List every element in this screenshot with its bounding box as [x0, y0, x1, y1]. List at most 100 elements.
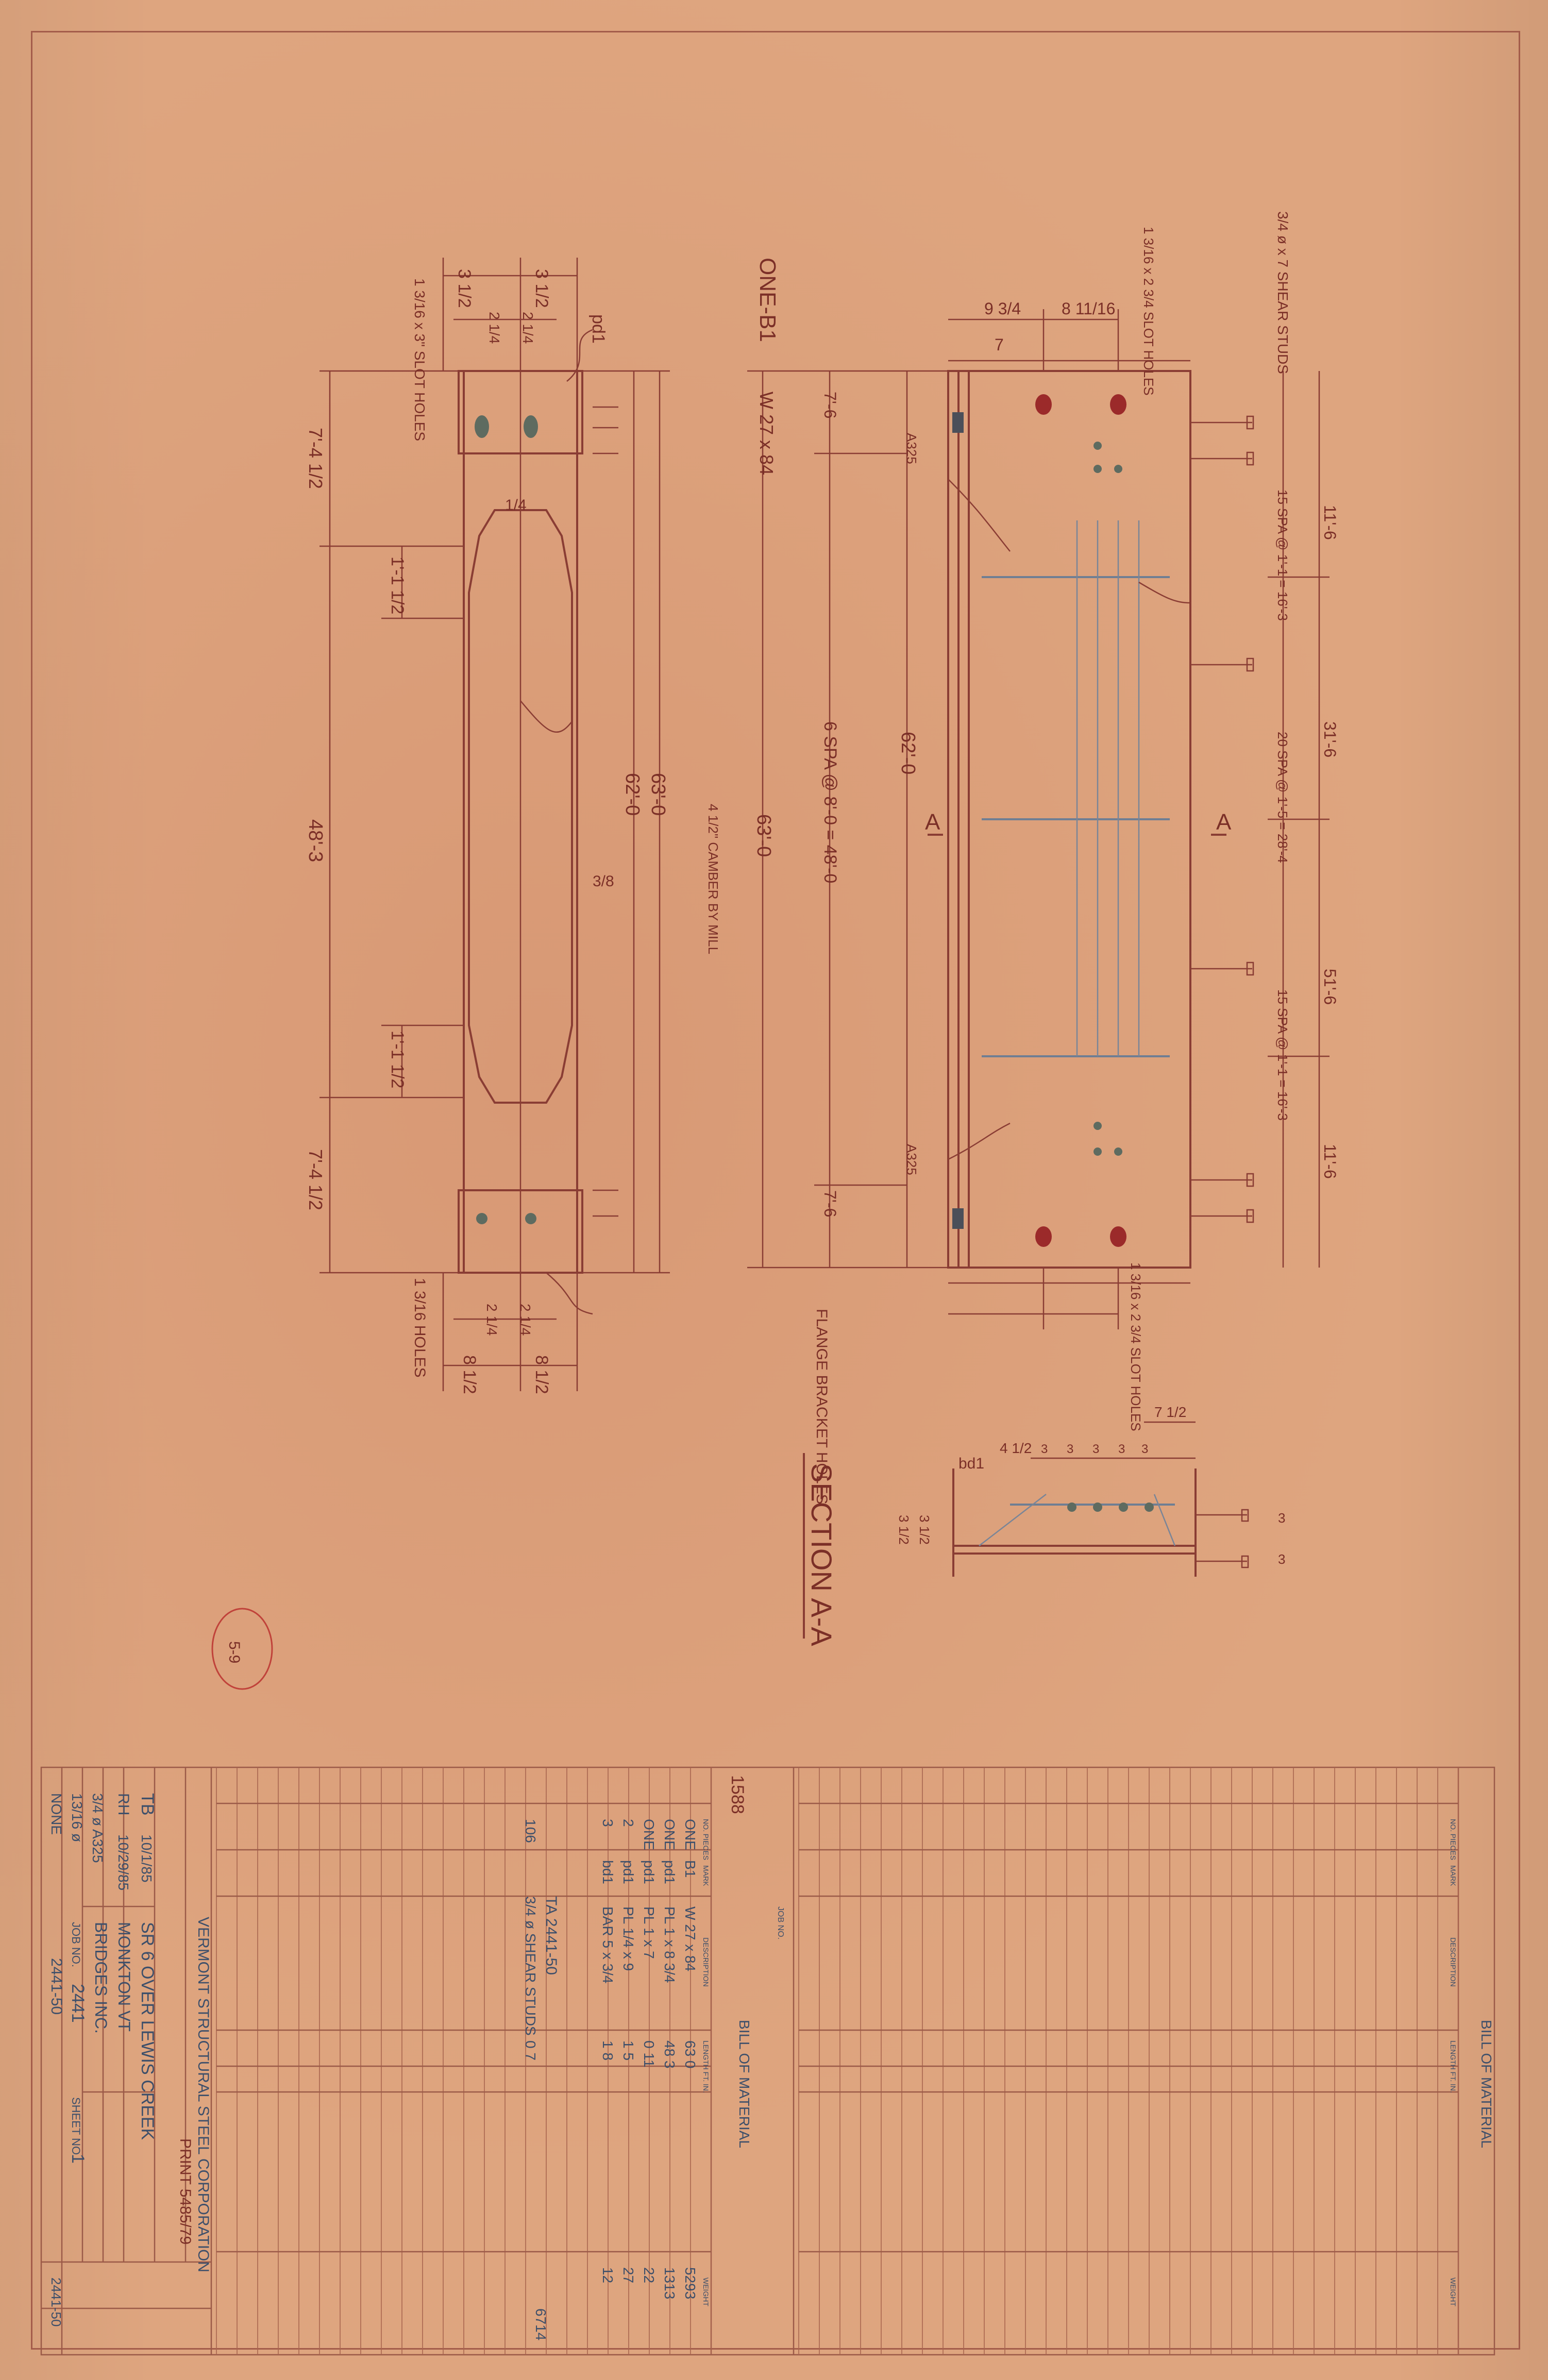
- checked-date: 10/29/85: [115, 1834, 131, 1891]
- left-weld-1: 1/4: [505, 497, 527, 514]
- bill-left-col-length: LENGTH FT. IN.: [702, 2040, 710, 2093]
- bom-total: 6714: [533, 2308, 549, 2340]
- bill-right: BILL OF MATERIAL JOB NO. NO. PIECES MARK…: [776, 1819, 1494, 2306]
- shear-studs-note: 3/4 ø x 7 SHEAR STUDS: [1275, 211, 1291, 374]
- left-dim-bottom-1: 8 1/2: [460, 1355, 479, 1394]
- section-right-dim-1: 3: [1278, 1510, 1285, 1526]
- left-dim-top-inner-1: 2 1/4: [486, 312, 502, 344]
- left-view: [319, 258, 670, 1391]
- bom-row-1-weight: 5293: [682, 2267, 698, 2299]
- title-block-frame: [40, 1766, 1495, 2356]
- stud-group-3: 51'-6: [1321, 969, 1339, 1005]
- right-overall-1: 62'-0: [897, 732, 919, 774]
- drawn-date: 10/1/85: [139, 1834, 155, 1882]
- stud-spacing-3: 15 SPA @ 1'-1 = 16'-3: [1275, 989, 1290, 1121]
- bom-row-6-no: 106: [523, 1819, 539, 1843]
- section-labels: SECTION A-A 4 1/2 3 3 3 3 3 7 1/2 3 1/2 …: [805, 1404, 1285, 1646]
- right-view-labels: ONE-B1 W 27 x 84 4 1/2" CAMBER BY MILL 7…: [705, 211, 1339, 1505]
- bom-row-1-mark: B1: [682, 1860, 698, 1878]
- location: MONKTON VT: [115, 1922, 133, 2032]
- section-dim-5: 3: [1118, 1442, 1125, 1456]
- anchor-note-top: A325: [904, 433, 919, 464]
- job-no-label: JOB NO.: [70, 1922, 82, 1967]
- bom-row-5-desc: BAR 5 x 3/4: [600, 1906, 616, 1983]
- sheet-no: 1: [68, 2154, 88, 2164]
- stud-spacing-1: 15 SPA @ 1'-1 = 16'-3: [1275, 489, 1290, 621]
- bill-right-col-weight: WEIGHT: [1449, 2277, 1457, 2306]
- bom-row-2-no: ONE: [662, 1819, 678, 1850]
- bom-row-1-length: 63 0: [682, 2040, 698, 2069]
- bracket-note: FLANGE BRACKET HOLES: [813, 1309, 830, 1505]
- mark-a-right: A: [1216, 809, 1232, 835]
- bill-right-col-desc: DESCRIPTION: [1449, 1937, 1457, 1987]
- bom-row-4-mark: pd1: [620, 1860, 636, 1884]
- bom-row-2-weight: 1313: [662, 2267, 678, 2299]
- bom-row-5-no: 3: [600, 1819, 616, 1827]
- left-length-4: 1'-1 1/2: [388, 1031, 407, 1088]
- bill-right-col-length: LENGTH FT. IN.: [1449, 2040, 1457, 2093]
- bill-right-job-label: JOB NO.: [776, 1906, 785, 1939]
- top-dim-3: 8 11/16: [1062, 299, 1115, 318]
- sheet-no-label: SHEET NO.: [70, 2097, 82, 2158]
- bom-row-4-desc: PL 1/4 x 9: [620, 1906, 636, 1971]
- bom-row-2-desc: PL 1 x 8 3/4: [662, 1906, 678, 1983]
- bom-row-3-length: 0 11: [641, 2040, 657, 2067]
- bom-row-3-weight: 22: [641, 2267, 657, 2283]
- bom-row-4-length: 1 5: [620, 2040, 636, 2061]
- bom-row-6-desc: 3/4 ø SHEAR STUDS: [523, 1896, 539, 2036]
- bom-row-4-no: 2: [620, 1819, 636, 1827]
- section-dim-2: 3: [1041, 1442, 1048, 1456]
- left-weld-2: 3/8: [593, 873, 614, 890]
- bom-row-3-mark: pd1: [641, 1860, 657, 1884]
- circled-note: 5-9: [211, 1608, 273, 1690]
- print-number: PRINT 5485/79: [177, 2138, 194, 2244]
- center-spacing: 6 SPA @ 8'-0 = 48'-0: [820, 721, 840, 883]
- girder-section: W 27 x 84: [756, 392, 777, 475]
- company-name: VERMONT STRUCTURAL STEEL CORPORATION: [195, 1917, 212, 2272]
- section-side-dim-2: 3 1/2: [917, 1515, 932, 1545]
- mark-a-left: A: [925, 809, 940, 835]
- slot-holes-top: 1 3/16 x 2 3/4 SLOT HOLES: [1141, 227, 1156, 396]
- right-overall-2: 63'-0: [753, 814, 775, 857]
- bom-row-1-no: ONE: [682, 1819, 698, 1850]
- bom-row-2-length: 48 3: [662, 2040, 678, 2069]
- holes-bottom-note: 1 3/16 HOLES: [411, 1278, 428, 1377]
- camber-note: 4 1/2" CAMBER BY MILL: [705, 804, 721, 954]
- left-dim-top-2: 3 1/2: [532, 269, 551, 308]
- left-length-5: 7'-4 1/2: [305, 1149, 326, 1210]
- bolts-spec: 3/4 ø A325: [90, 1793, 106, 1863]
- left-dim-bottom-inner-1: 2 1/4: [484, 1304, 500, 1336]
- bom-row-3-desc: PL 1 x 7: [641, 1906, 657, 1959]
- left-dim-bottom-2: 8 1/2: [532, 1355, 551, 1394]
- bill-left: BILL OF MATERIAL 1588 NO. PIECES MARK DE…: [523, 1775, 752, 2340]
- corner-note: 2441-50: [48, 2277, 64, 2326]
- left-length-2: 1'-1 1/2: [388, 556, 407, 614]
- bom-row-5-length: 1 8: [600, 2040, 616, 2061]
- top-dim-2: 9 3/4: [984, 299, 1021, 318]
- job-no: 2441: [68, 1984, 88, 2023]
- drawn-by: TB: [138, 1793, 157, 1815]
- customer: BRIDGES INC.: [92, 1922, 110, 2034]
- holes-spec: 13/16 ø: [69, 1793, 85, 1842]
- left-plate-label: pd1: [588, 314, 608, 344]
- sheet-border: [31, 31, 1520, 2350]
- section-dim-4: 3: [1092, 1442, 1099, 1456]
- stud-group-1: 11'-6: [1321, 505, 1339, 540]
- bill-left-col-weight: WEIGHT: [702, 2277, 710, 2306]
- checked-by: RH: [115, 1793, 132, 1815]
- left-dim-bottom-inner-2: 2 1/4: [517, 1304, 533, 1336]
- bom-grid-right: [798, 1767, 1459, 2355]
- slot-holes-note: 1 3/16 x 3" SLOT HOLES: [412, 278, 428, 441]
- stud-spacing-2: 20 SPA @ 1'-5 = 28'-4: [1275, 732, 1290, 863]
- left-dim-top-inner-2: 2 1/4: [520, 312, 536, 344]
- bill-left-col-pieces: NO. PIECES: [702, 1819, 710, 1860]
- bom-stud-ref: TA 2441-50: [543, 1896, 560, 1975]
- bom-row-5-weight: 12: [600, 2267, 616, 2283]
- bill-left-col-mark: MARK: [702, 1865, 710, 1886]
- bill-right-header: BILL OF MATERIAL: [1478, 2020, 1494, 2148]
- paint-spec: NONE: [48, 1793, 64, 1835]
- circled-note-text: 5-9: [226, 1641, 243, 1663]
- bom-row-2-mark: pd1: [662, 1860, 678, 1884]
- bill-left-header: BILL OF MATERIAL: [736, 2020, 752, 2148]
